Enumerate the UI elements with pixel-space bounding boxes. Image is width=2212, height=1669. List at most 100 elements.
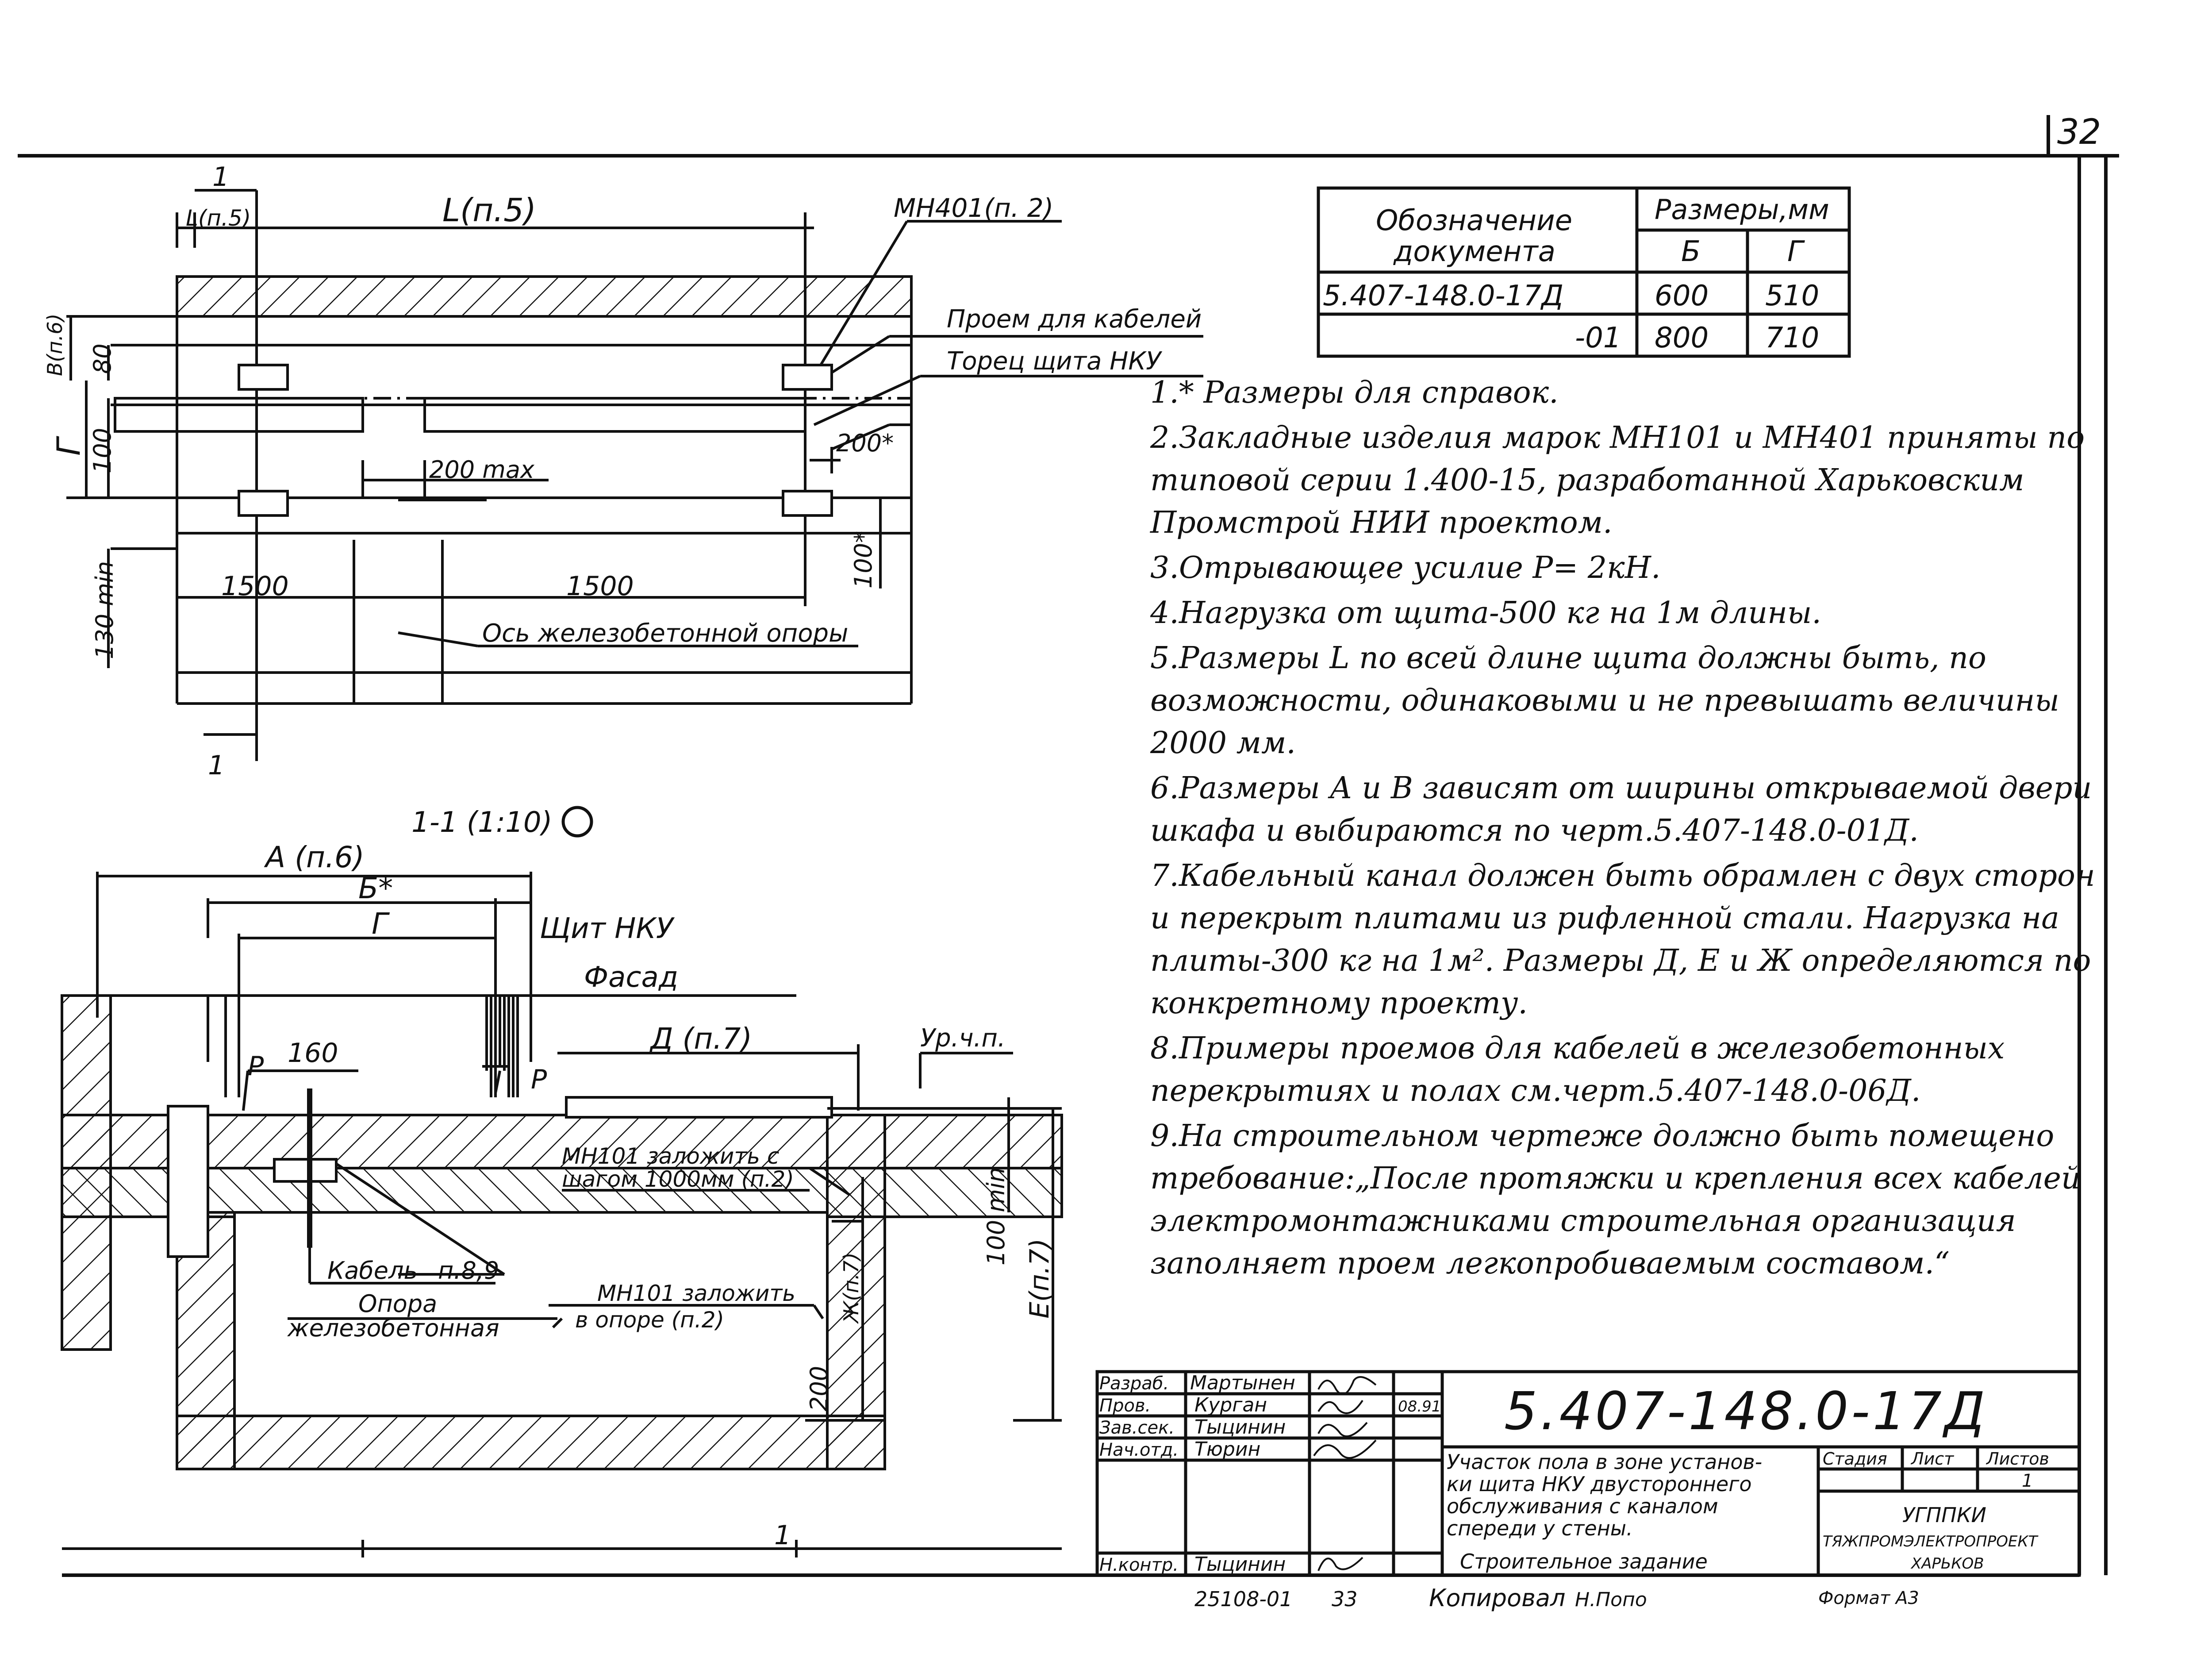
label-p89: п.8,9	[438, 1257, 499, 1284]
label-opora-1: Опора	[358, 1290, 437, 1318]
dim-130min: 130 min	[91, 561, 119, 659]
label-mn401: МН401(п. 2)	[894, 193, 1053, 223]
dim-b-p6: B(п.6)	[43, 314, 67, 376]
table-row-1-g: 510	[1765, 280, 1819, 312]
role-3: Зав.сек.	[1099, 1418, 1175, 1438]
table-row-2-g: 710	[1765, 322, 1819, 354]
footer: 25108-01 33 Копировал Н.Попо Формат А3	[1194, 1584, 1919, 1612]
dim-1500-right: 1500	[566, 571, 634, 602]
dim-100min: 100 min	[982, 1167, 1010, 1265]
role-1: Разраб.	[1099, 1373, 1169, 1394]
dim-80: 80	[88, 343, 116, 374]
sheet-number: 32	[2057, 112, 2101, 152]
signature-2	[1317, 1400, 1363, 1414]
footer-inv: 25108-01	[1194, 1587, 1292, 1611]
notes-block: 1.* Размеры для справок. 2.Закладные изд…	[1150, 372, 2101, 1288]
dim-ur-ch-p: Ур.ч.п.	[920, 1024, 1006, 1053]
dim-e-p7: Е(п.7)	[1024, 1238, 1055, 1319]
dim-g: Г	[50, 436, 87, 456]
table-row-2-doc: -01	[1575, 322, 1621, 354]
dim-l-p5-main: L(п.5)	[442, 192, 536, 229]
dim-100star: 100*	[849, 531, 877, 588]
dim-l-p5-left: L(п.5)	[186, 205, 251, 231]
footer-page: 33	[1332, 1587, 1358, 1611]
role-2: Пров.	[1099, 1396, 1151, 1416]
note-5: 5.Размеры L по всей длине щита должны бы…	[1150, 641, 2059, 761]
footer-format: Формат А3	[1818, 1588, 1919, 1608]
dim-d-p7: Д (п.7)	[649, 1022, 752, 1056]
p-right: Р	[531, 1064, 547, 1095]
table-header-sizes: Размеры,мм	[1655, 193, 1829, 226]
table-col-b: Б	[1681, 235, 1701, 268]
title-block: 5.407-148.0-17Д Разраб. Мартынен Пров. К…	[1095, 1370, 2081, 1577]
desc-line-3: обслуживания с каналом	[1447, 1494, 1718, 1518]
dim-100: 100	[88, 428, 116, 473]
table-header-doc-1: Обозначение	[1376, 204, 1572, 237]
dim-a-p6: А (п.6)	[264, 840, 365, 874]
note-4: 4.Нагрузка от щита-500 кг на 1м длины.	[1150, 596, 1821, 631]
name-2: Курган	[1194, 1394, 1267, 1416]
name-4: Тюрин	[1194, 1438, 1260, 1461]
dim-1500-left: 1500	[221, 571, 289, 602]
signature-5	[1317, 1557, 1363, 1571]
label-kabel: Кабель	[327, 1257, 418, 1284]
dim-b-star: Б*	[358, 871, 393, 905]
table-col-g: Г	[1787, 235, 1805, 268]
dim-160: 160	[288, 1038, 338, 1069]
label-mn101-opora-2: в опоре (п.2)	[575, 1307, 724, 1333]
note-9: 9.На строительном чертеже должно быть по…	[1150, 1119, 2081, 1281]
section-title: 1-1 (1:10)	[411, 806, 553, 839]
label-shchit: Щит НКУ	[540, 912, 675, 945]
label-mn101-opora-1: МН101 заложить	[597, 1281, 795, 1306]
note-3: 3.Отрывающее усилие Р= 2кН.	[1150, 550, 1661, 585]
label-mn101-step-1: МН101 заложить с	[562, 1143, 779, 1169]
org-line-2: ТЯЖПРОМЭЛЕКТРОПРОЕКТ	[1823, 1533, 2039, 1550]
name-5: Тыцинин	[1194, 1553, 1286, 1576]
note-7: 7.Кабельный канал должен быть обрамлен с…	[1150, 858, 2095, 1021]
role-5: Н.контр.	[1099, 1555, 1179, 1575]
role-4: Нач.отд.	[1099, 1440, 1179, 1460]
org-line-1: УГППКИ	[1902, 1503, 1986, 1527]
label-opora-2: железобетонная	[287, 1314, 499, 1342]
sheet-label: Лист	[1910, 1449, 1955, 1469]
p-left: Р	[248, 1051, 264, 1082]
dim-g-section: Г	[372, 907, 390, 941]
desc-line-1: Участок пола в зоне установ-	[1447, 1450, 1762, 1474]
table-row-1-b: 600	[1655, 280, 1709, 312]
date-2: 08.91	[1398, 1398, 1441, 1415]
size-table: Обозначение документа Размеры,мм Б Г 5.4…	[1317, 186, 1851, 358]
name-1: Мартынен	[1190, 1372, 1295, 1394]
plan-view: L(п.5) L(п.5) 1 1 B(п.6) 80 Г 100 130 mi…	[43, 162, 1203, 781]
desc-line-2: ки щита НКУ двустороннего	[1447, 1472, 1752, 1496]
section-bottom-mark: 1	[774, 1520, 791, 1551]
plan-top-slab	[176, 275, 913, 318]
footer-copied: Копировал	[1429, 1584, 1566, 1612]
note-1: 1.* Размеры для справок.	[1150, 375, 1559, 410]
sheet-frame	[18, 115, 2119, 1577]
stage-label: Стадия	[1823, 1449, 1887, 1469]
label-fasad: Фасад	[584, 961, 678, 994]
desc-line-4: спереди у стены.	[1447, 1516, 1633, 1540]
section-mark-top: 1	[212, 162, 229, 192]
name-3: Тыцинин	[1194, 1416, 1286, 1438]
dim-zh-p7: Ж(п.7)	[839, 1253, 863, 1324]
table-header-doc-2: документа	[1393, 235, 1555, 268]
section-mark-bottom: 1	[208, 750, 225, 781]
footer-copier: Н.Попо	[1575, 1588, 1647, 1611]
title-doc-number: 5.407-148.0-17Д	[1504, 1381, 1988, 1442]
table-row-2-b: 800	[1655, 322, 1709, 354]
dim-200star: 200*	[836, 429, 894, 457]
dim-200max: 200 max	[429, 456, 535, 484]
signature-4	[1313, 1439, 1377, 1459]
note-8: 8.Примеры проемов для кабелей в железобе…	[1150, 1031, 2005, 1108]
label-os: Ось железобетонной опоры	[482, 619, 848, 648]
section-view: 1-1 (1:10)	[61, 806, 1063, 1557]
note-6: 6.Размеры А и В зависят от ширины открыв…	[1150, 771, 2092, 848]
sheets-value: 1	[2022, 1471, 2033, 1491]
dim-200-section: 200	[805, 1366, 833, 1411]
label-mn101-step-2: шагом 1000мм (п.2)	[562, 1166, 794, 1192]
label-proem: Проем для кабелей	[947, 305, 1202, 334]
signature-1	[1317, 1376, 1377, 1396]
